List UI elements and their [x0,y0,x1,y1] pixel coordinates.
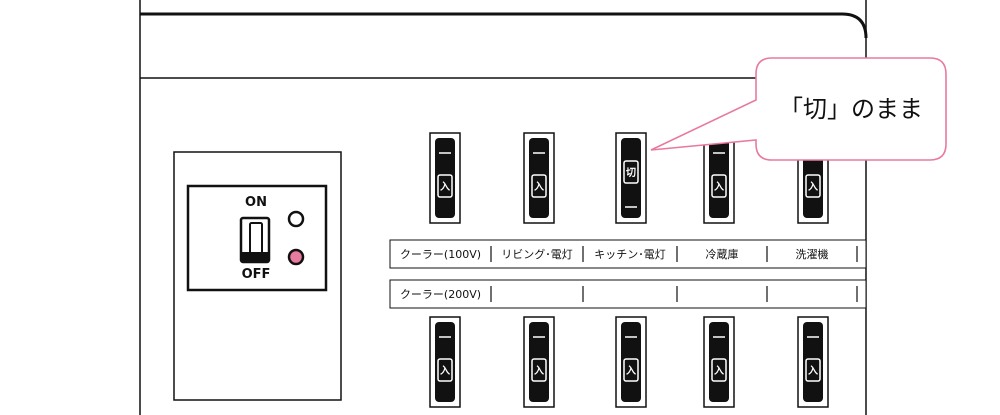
bottom-circuit-label-1: クーラー(200V) [400,288,481,301]
callout-text: 「切」のまま [779,95,923,123]
bottom-label-strip: クーラー(200V) [389,279,867,309]
bottom-breaker-2[interactable]: 入 [523,316,555,408]
top-breaker-2[interactable]: 入 [523,132,555,224]
bottom-breaker-3[interactable]: 入 [615,316,647,408]
top-breaker-1[interactable]: 入 [429,132,461,224]
bottom-breaker-label-1: 入 [440,365,450,377]
main-off-indicator [287,248,305,266]
top-circuit-label-2: リビング･電灯 [501,247,573,261]
top-breaker-label-2: 入 [534,181,544,193]
callout-bubble [650,57,947,161]
bottom-breaker-label-2: 入 [534,365,544,377]
top-breaker-3[interactable]: 切 [615,132,647,224]
top-breaker-label-1: 入 [440,181,450,193]
main-switch-lever[interactable] [239,216,271,264]
top-breaker-label-5: 入 [808,181,818,193]
top-circuit-label-1: クーラー(100V) [400,248,481,261]
top-breaker-row: 入 入 切入 入 [429,132,829,224]
top-breaker-4[interactable]: 入 [703,132,735,224]
bottom-breaker-label-5: 入 [808,365,818,377]
main-breaker: ON OFF [173,151,342,401]
bottom-breaker-row: 入入入入入 [429,316,829,408]
top-breaker-label-3: 切 [626,167,636,179]
callout: 「切」のまま [650,57,947,161]
bottom-breaker-label-3: 入 [626,365,636,377]
top-circuit-label-3: キッチン･電灯 [594,248,666,261]
top-circuit-label-5: 洗濯機 [796,247,829,261]
bottom-breaker-1[interactable]: 入 [429,316,461,408]
bottom-breaker-5[interactable]: 入 [797,316,829,408]
bottom-breaker-4[interactable]: 入 [703,316,735,408]
top-label-strip: クーラー(100V) リビング･電灯 キッチン･電灯 冷蔵庫 洗濯機 [389,239,867,269]
top-circuit-label-4: 冷蔵庫 [706,247,739,261]
bottom-breaker-label-4: 入 [714,365,724,377]
main-off-label: OFF [242,267,271,282]
top-breaker-label-4: 入 [714,181,724,193]
main-on-label: ON [245,195,267,210]
main-on-indicator [287,210,305,228]
